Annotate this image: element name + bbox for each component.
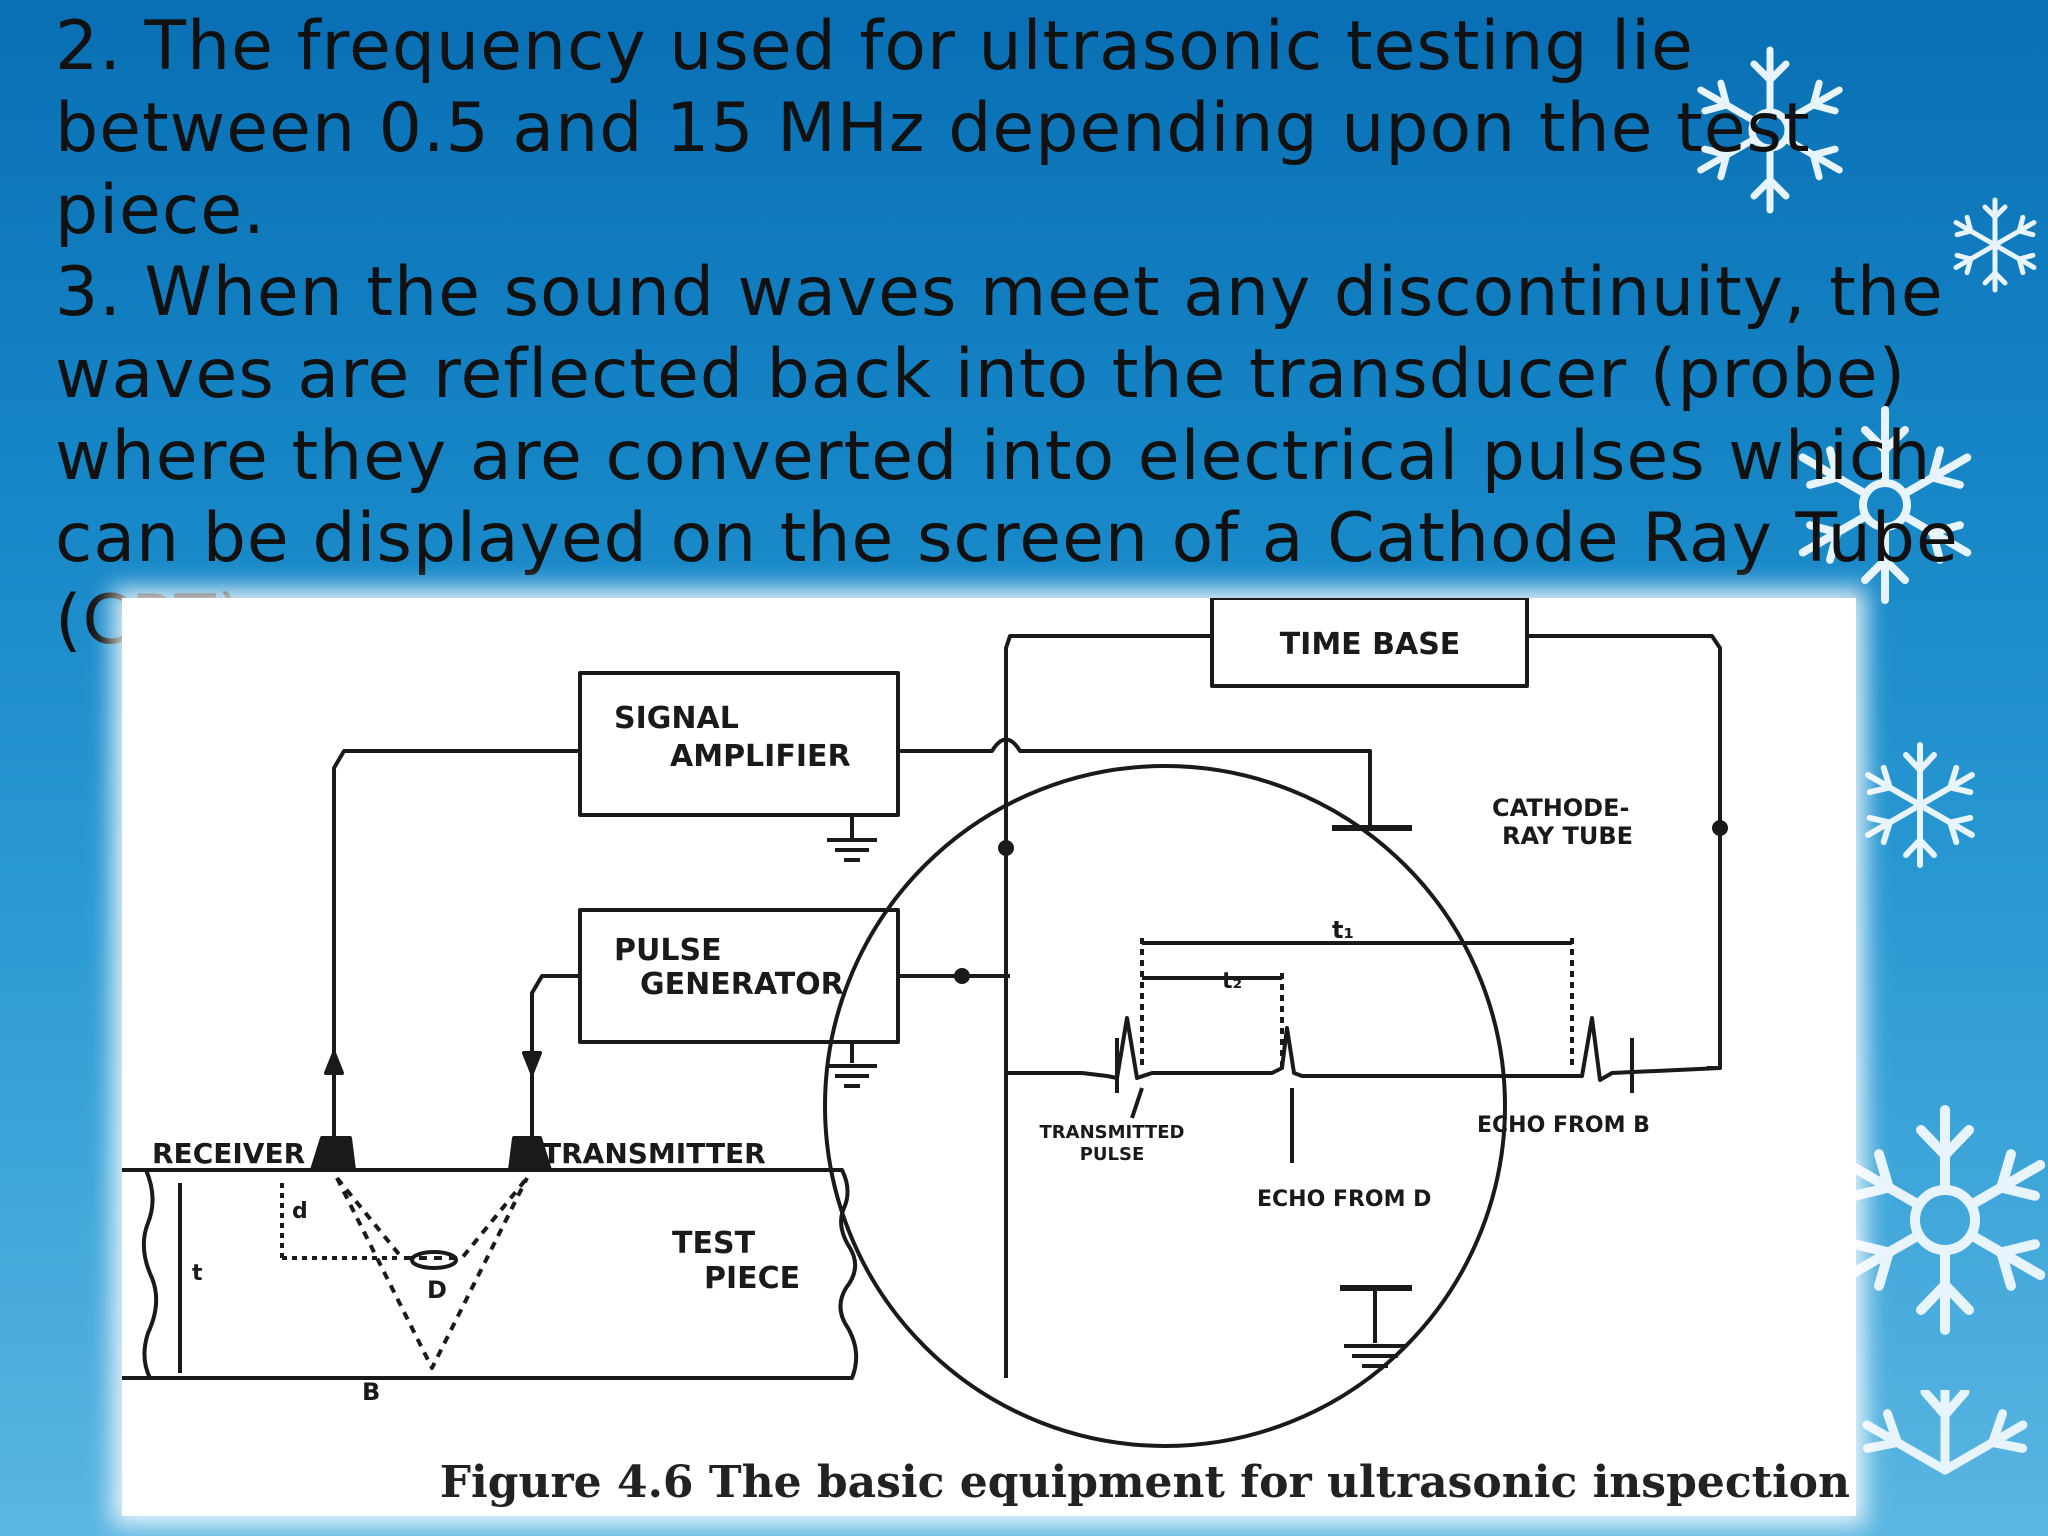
transmitted-pulse-label-1: TRANSMITTED <box>1040 1122 1185 1143</box>
slide-body-text: 2. The frequency used for ultrasonic tes… <box>55 6 2005 662</box>
back-wall-b-label: B <box>362 1378 380 1406</box>
echo-from-d-label: ECHO FROM D <box>1257 1187 1431 1212</box>
time-base-label: TIME BASE <box>1280 627 1461 662</box>
cathode-ray-tube <box>823 764 1507 1448</box>
pulse-generator-label-2: GENERATOR <box>640 967 844 1002</box>
crt-label-2: RAY TUBE <box>1502 822 1633 850</box>
test-piece <box>122 1168 859 1380</box>
crt-label-1: CATHODE- <box>1492 794 1629 822</box>
snowflake-icon <box>1780 406 1990 610</box>
snowflake-icon <box>1945 197 2045 295</box>
snowflake-icon <box>1855 742 1985 870</box>
bullet-2: 2. The frequency used for ultrasonic tes… <box>55 7 1811 250</box>
snowflake-icon <box>1680 46 1860 220</box>
signal-amplifier-box <box>578 671 900 817</box>
t1-label: t₁ <box>1332 916 1354 944</box>
thickness-t-label: t <box>192 1261 203 1286</box>
transmitted-pulse-label-2: PULSE <box>1080 1144 1145 1165</box>
echo-from-b-label: ECHO FROM B <box>1477 1113 1650 1138</box>
t2-label: t₂ <box>1222 969 1242 994</box>
time-base-box <box>1210 598 1529 688</box>
signal-amplifier-label-2: AMPLIFIER <box>670 739 851 774</box>
depth-d-label: d <box>292 1199 308 1224</box>
snowflake-icon <box>1845 1105 2045 1340</box>
pulse-generator-label-1: PULSE <box>614 933 722 968</box>
test-piece-label-2: PIECE <box>704 1261 800 1296</box>
ultrasonic-equipment-figure: TIME BASE SIGNAL AMPLIFIER PULSE GENERAT… <box>122 598 1856 1516</box>
snowflake-icon <box>1850 1390 2040 1536</box>
receiver-label: RECEIVER <box>152 1137 305 1170</box>
ultrasonic-diagram: TIME BASE SIGNAL AMPLIFIER PULSE GENERAT… <box>122 598 1728 1448</box>
figure-caption: Figure 4.6 The basic equipment for ultra… <box>439 1457 1850 1508</box>
bullet-3: 3. When the sound waves meet any discont… <box>55 253 1959 660</box>
transmitter-label: TRANSMITTER <box>542 1137 766 1170</box>
signal-amplifier-label-1: SIGNAL <box>614 701 739 736</box>
test-piece-label-1: TEST <box>672 1226 756 1261</box>
defect-d-label: D <box>427 1276 447 1304</box>
